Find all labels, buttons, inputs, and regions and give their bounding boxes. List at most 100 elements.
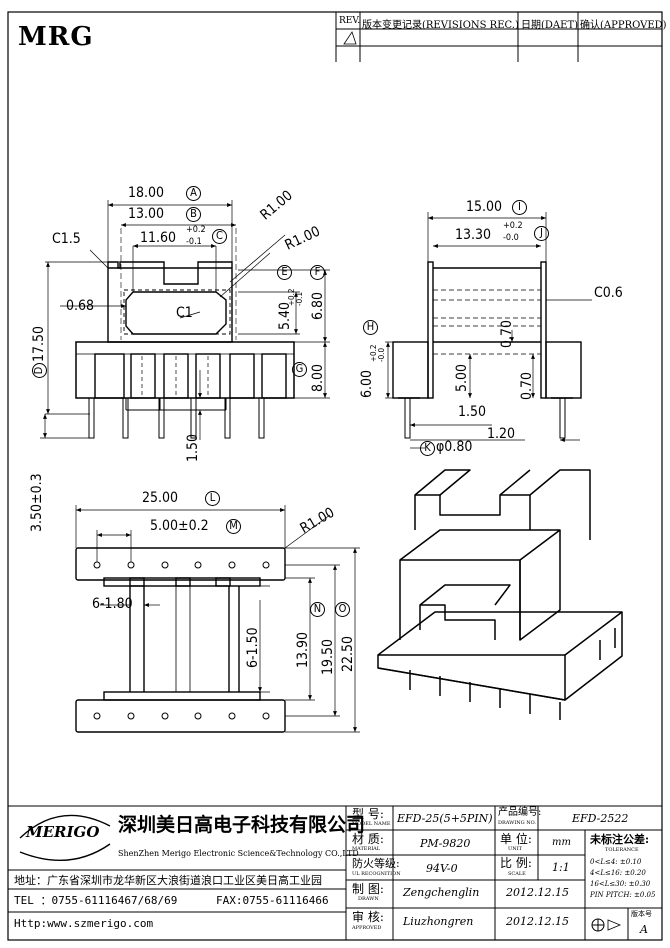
model-label: 型 号: <box>352 807 384 821</box>
company-name-en: ShenZhen Merigo Electronic Science&Techn… <box>118 849 359 858</box>
drawn-date: 2012.12.15 <box>506 886 569 899</box>
company-address: 地址：广东省深圳市龙华新区大浪街道浪口工业区美日高工业园 <box>14 874 322 887</box>
drawn-label: 制 图: <box>352 882 384 896</box>
brand-name: MERIGO <box>26 823 100 841</box>
ul-value: 94V-0 <box>426 862 458 875</box>
tolerance-label-en: TOLERANCE <box>605 847 639 853</box>
tol-5-40-lower: -0.1 <box>295 291 304 306</box>
material-label-en: MATERIAL <box>352 846 381 852</box>
dim-width-18: 18.00 <box>128 185 165 201</box>
marker-g: G <box>292 362 307 377</box>
tol-11-60-upper: +0.2 <box>186 225 206 235</box>
model-label-en: MODEL NAME <box>352 821 391 827</box>
dim-8-00: 8.00 <box>310 363 326 392</box>
drawing-no-label-en: DRAWING NO. <box>498 820 537 826</box>
dim-width-15: 15.00 <box>466 199 503 215</box>
dim-6-00: 6.00 <box>359 369 375 398</box>
title-block-grid <box>8 805 662 940</box>
date-header: 日期(DAET) <box>521 20 579 31</box>
approved-by: Liuzhongren <box>403 915 474 928</box>
approved-label-en: APPROVED <box>352 925 382 931</box>
marker-h: H <box>363 320 378 335</box>
unit-label: 单 位: <box>500 832 532 846</box>
dim-chamfer-c1-5: C1.5 <box>52 231 81 247</box>
dim-width-13: 13.00 <box>128 206 165 222</box>
marker-k: K <box>420 441 435 456</box>
drawn-by: Zengchenglin <box>403 886 480 899</box>
logo-mark: MRG <box>18 22 94 52</box>
dim-slot-width: 6-1.80 <box>92 596 133 612</box>
dim-1-20: 1.20 <box>487 426 516 442</box>
ul-label-en: UL RECOGNITION <box>352 871 401 877</box>
drawing-no-value: EFD-2522 <box>572 812 629 825</box>
pin-holes-top <box>93 561 270 569</box>
marker-i: I <box>512 200 527 215</box>
front-view <box>75 228 295 439</box>
marker-d: D <box>32 363 47 378</box>
dim-width-11-60: 11.60 <box>140 230 177 246</box>
marker-n: N <box>310 602 325 617</box>
approved-label: 审 核: <box>352 910 384 924</box>
company-website: Http:www.szmerigo.com <box>14 917 154 930</box>
tol-6-00-lower: -0.0 <box>377 347 386 362</box>
dim-5-00-side: 5.00 <box>454 363 470 392</box>
marker-a: A <box>186 186 201 201</box>
marker-j: J <box>534 226 549 241</box>
company-name-cn: 深圳美日高电子科技有限公司 <box>118 814 366 836</box>
tolerance-row-2: 4<L≤16: ±0.20 <box>590 869 646 877</box>
dim-chamfer-c0-6: C0.6 <box>594 285 623 301</box>
material-value: PM-9820 <box>420 837 471 850</box>
dim-width-13-30: 13.30 <box>455 227 492 243</box>
marker-f: F <box>310 265 325 280</box>
tolerance-label: 未标注公差: <box>590 833 650 846</box>
marker-l: L <box>205 491 220 506</box>
tolerance-row-3: 16<L≤30: ±0.30 <box>590 880 651 888</box>
approved-header: 确认(APPROVED) <box>580 20 667 31</box>
ul-label: 防火等级: <box>352 857 400 870</box>
dim-1-50-front: 1.50 <box>185 433 201 462</box>
window-label-c1: C1 <box>176 305 193 321</box>
unit-value: mm <box>552 837 571 848</box>
tolerance-row-4: PIN PITCH: ±0.05 <box>590 891 656 899</box>
approved-date: 2012.12.15 <box>506 915 569 928</box>
dim-19-50: 19.50 <box>320 638 336 675</box>
revision-record-header: 版本变更记录(REVISIONS REC.) <box>362 20 519 31</box>
isometric-view <box>377 469 623 720</box>
company-fax: FAX:0755-61116466 <box>216 894 329 907</box>
tolerance-row-1: 0<L≤4: ±0.10 <box>590 858 642 866</box>
dim-0-70-b: 0.70 <box>519 371 535 400</box>
dim-22-50: 22.50 <box>340 635 356 672</box>
sheet-border <box>7 11 663 941</box>
version-value: A <box>640 923 648 936</box>
side-view-dimensions <box>385 212 592 449</box>
unit-label-en: UNIT <box>508 846 522 852</box>
dim-width-25: 25.00 <box>142 490 179 506</box>
marker-c: C <box>212 229 227 244</box>
bottom-view-dimensions <box>75 505 360 733</box>
scale-label-en: SCALE <box>508 871 526 877</box>
dim-pin-length: 3.50±0.3 <box>29 473 45 532</box>
dim-0-70-a: 0.70 <box>499 319 515 348</box>
material-label: 材 质: <box>352 832 384 846</box>
tol-13-30-lower: -0.0 <box>503 233 519 243</box>
scale-value: 1:1 <box>552 861 570 874</box>
tol-13-30-upper: +0.2 <box>503 221 523 231</box>
marker-e: E <box>277 265 292 280</box>
version-label: 版本号 <box>631 910 652 918</box>
model-value: EFD-25(5+5PIN) <box>397 812 493 825</box>
marker-o: O <box>335 602 350 617</box>
tol-11-60-lower: -0.1 <box>186 237 202 247</box>
dim-1-50-side: 1.50 <box>458 404 487 420</box>
drawn-label-en: DRAWN <box>358 896 379 902</box>
revision-table <box>335 12 662 62</box>
side-view <box>392 261 582 439</box>
dim-pitch: 5.00±0.2 <box>150 518 209 534</box>
rev-header: REV. <box>339 16 361 26</box>
dim-13-90: 13.90 <box>295 631 311 668</box>
front-view-dimensions <box>40 200 330 440</box>
drawing-no-label: 产品编号: <box>498 807 542 818</box>
marker-m: M <box>226 519 241 534</box>
dim-height-17-50: 17.50 <box>31 325 47 362</box>
company-tel: TEL ：0755-61116467/68/69 <box>14 894 178 907</box>
